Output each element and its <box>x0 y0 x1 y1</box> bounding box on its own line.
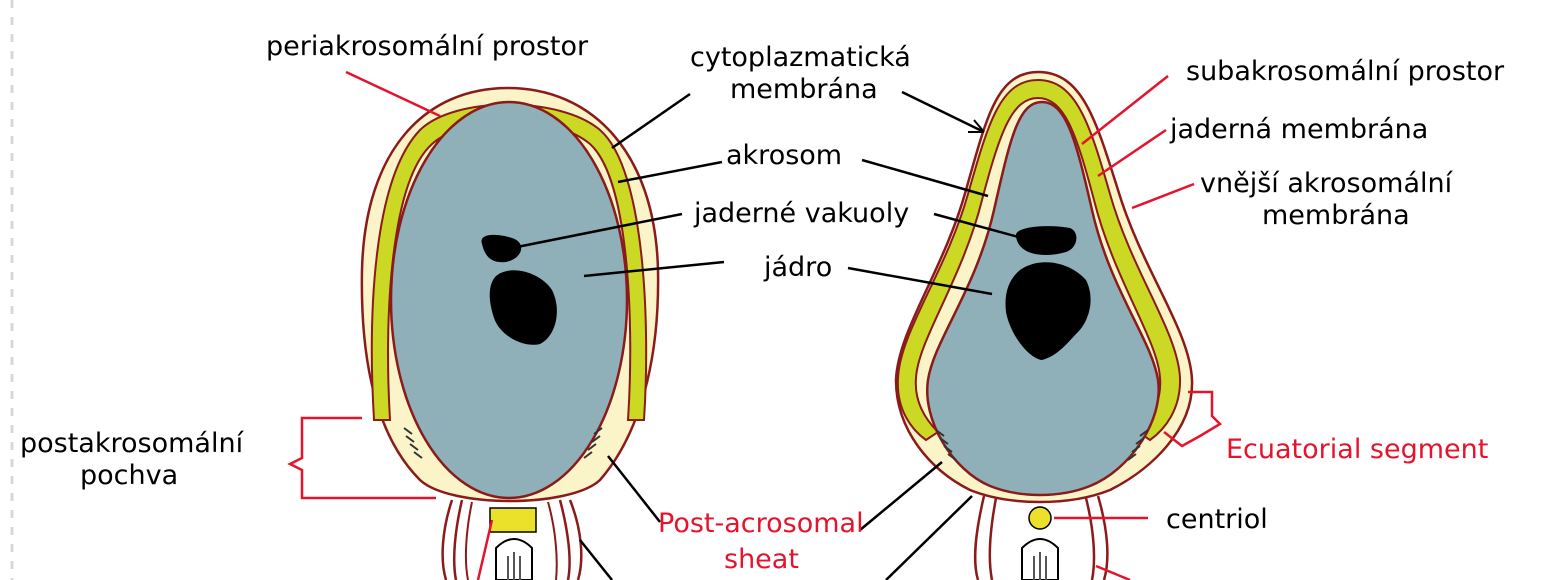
left-neck-fiber <box>570 500 581 580</box>
label-subacrosomal-space: subakrosomální prostor <box>1186 56 1505 87</box>
left-sperm-head <box>362 88 658 580</box>
left-centriole-block <box>490 508 536 532</box>
leader-cytoplasmic-left <box>612 94 690 148</box>
right-neck-fiber <box>975 496 984 580</box>
label-cytoplasmic-membrane-line1: cytoplazmatická <box>690 42 911 73</box>
leader-bottom-left <box>580 540 612 580</box>
label-cytoplasmic-membrane-line2: membrána <box>730 74 878 105</box>
label-post-acrosomal-sheat-line1: Post-acrosomal <box>658 508 864 539</box>
left-neck-fiber <box>466 502 472 580</box>
left-neck-fiber <box>560 500 570 580</box>
right-neck <box>975 496 1107 580</box>
label-nuclear-vacuoles: jaderné vakuoly <box>693 198 909 229</box>
left-neck-fiber <box>548 502 557 580</box>
label-outer-acrosomal-membrane-line2: membrána <box>1262 200 1410 231</box>
left-neck-fiber <box>454 500 462 580</box>
label-nuclear-membrane: jaderná membrána <box>1169 114 1428 145</box>
label-acrosome: akrosom <box>726 140 842 171</box>
label-outer-acrosomal-membrane-line1: vnější akrosomální <box>1200 168 1454 199</box>
label-periacrosomal-space: periakrosomální prostor <box>266 31 589 62</box>
label-post-acrosomal-sheat-line2: sheat <box>724 544 799 575</box>
leader-bottom-right <box>886 496 972 580</box>
leader-cytoplasmic-right <box>902 92 984 132</box>
right-sperm-head <box>896 72 1192 580</box>
leader-subacrosomal <box>1082 76 1168 144</box>
left-red-leader <box>478 520 492 580</box>
left-neck <box>443 500 582 580</box>
right-neck-fiber <box>990 498 996 580</box>
leader-nuclear-membrane <box>1098 130 1166 176</box>
leader-post-acrosomal-right <box>860 462 942 530</box>
right-centriole <box>1029 507 1051 529</box>
label-postacrosomal-sheath-line2: pochva <box>80 460 178 491</box>
right-neck-fiber <box>1086 498 1094 580</box>
label-nucleus: jádro <box>763 252 832 283</box>
leader-bottom-red <box>1096 566 1130 580</box>
label-centriole: centriol <box>1166 504 1268 535</box>
label-postacrosomal-sheath-line1: postakrosomální <box>20 428 245 459</box>
leader-outer-acrosomal <box>1132 184 1194 208</box>
leader-post-acrosomal-left <box>608 456 660 522</box>
left-neck-fiber <box>443 500 452 580</box>
leader-periacrosomal <box>346 72 440 116</box>
label-equatorial-segment: Ecuatorial segment <box>1226 434 1488 465</box>
labels: periakrosomální prostor cytoplazmatická … <box>20 31 1505 575</box>
